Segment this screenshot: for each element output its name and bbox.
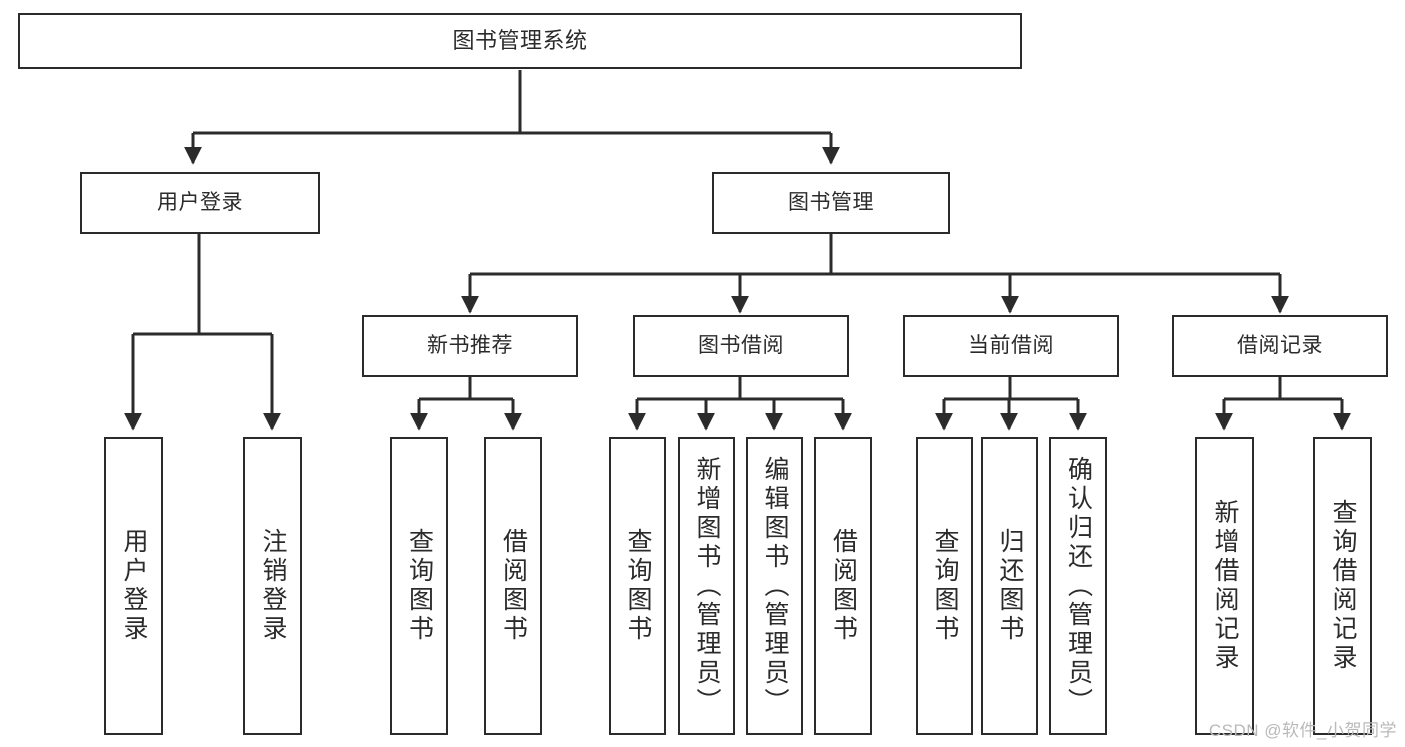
node-leaf-query-record-label: 查询借阅记录 (1329, 499, 1357, 673)
node-leaf-user-login[interactable]: 用户登录 (104, 437, 163, 735)
node-leaf-return-book-label: 归还图书 (996, 528, 1024, 644)
node-book-borrow-label: 图书借阅 (698, 333, 784, 357)
node-leaf-add-record[interactable]: 新增借阅记录 (1195, 437, 1254, 735)
node-leaf-query-book-3[interactable]: 查询图书 (916, 437, 973, 735)
node-user-login-label: 用户登录 (157, 190, 243, 214)
node-leaf-confirm-return-label: 确认归还（管理员） (1064, 455, 1093, 717)
node-leaf-query-book-3-label: 查询图书 (931, 528, 959, 644)
node-leaf-user-logout[interactable]: 注销登录 (243, 437, 302, 735)
node-leaf-query-book-2[interactable]: 查询图书 (609, 437, 666, 735)
node-leaf-borrow-book-1-label: 借阅图书 (499, 528, 528, 644)
node-root[interactable]: 图书管理系统 (18, 13, 1022, 69)
node-leaf-add-book[interactable]: 新增图书（管理员） (678, 437, 735, 735)
node-leaf-edit-book-label: 编辑图书（管理员） (761, 455, 789, 717)
node-new-book-rec[interactable]: 新书推荐 (362, 315, 578, 377)
node-leaf-query-book-2-label: 查询图书 (624, 528, 652, 644)
node-leaf-add-book-label: 新增图书（管理员） (693, 455, 721, 717)
node-leaf-user-logout-label: 注销登录 (259, 528, 287, 644)
node-leaf-query-book-1[interactable]: 查询图书 (390, 437, 448, 735)
node-root-label: 图书管理系统 (452, 28, 588, 54)
node-leaf-borrow-book-1[interactable]: 借阅图书 (484, 437, 542, 735)
node-leaf-query-record[interactable]: 查询借阅记录 (1313, 437, 1372, 735)
node-book-borrow[interactable]: 图书借阅 (633, 315, 849, 377)
node-leaf-add-record-label: 新增借阅记录 (1211, 499, 1239, 673)
watermark-text: CSDN @软件_小贺同学 (1208, 721, 1397, 740)
node-leaf-return-book[interactable]: 归还图书 (981, 437, 1038, 735)
node-borrow-record-label: 借阅记录 (1237, 333, 1323, 357)
node-leaf-borrow-book-2-label: 借阅图书 (829, 528, 858, 644)
node-leaf-edit-book[interactable]: 编辑图书（管理员） (746, 437, 803, 735)
node-borrow-record[interactable]: 借阅记录 (1172, 315, 1388, 377)
node-new-book-rec-label: 新书推荐 (427, 333, 513, 357)
node-user-login[interactable]: 用户登录 (80, 172, 320, 234)
node-leaf-borrow-book-2[interactable]: 借阅图书 (814, 437, 872, 735)
node-current-borrow-label: 当前借阅 (968, 333, 1054, 357)
node-leaf-user-login-label: 用户登录 (120, 528, 148, 644)
node-current-borrow[interactable]: 当前借阅 (903, 315, 1119, 377)
node-book-manage[interactable]: 图书管理 (712, 172, 950, 234)
node-leaf-confirm-return[interactable]: 确认归还（管理员） (1049, 437, 1107, 735)
node-book-manage-label: 图书管理 (788, 190, 874, 214)
node-leaf-query-book-1-label: 查询图书 (405, 528, 434, 644)
